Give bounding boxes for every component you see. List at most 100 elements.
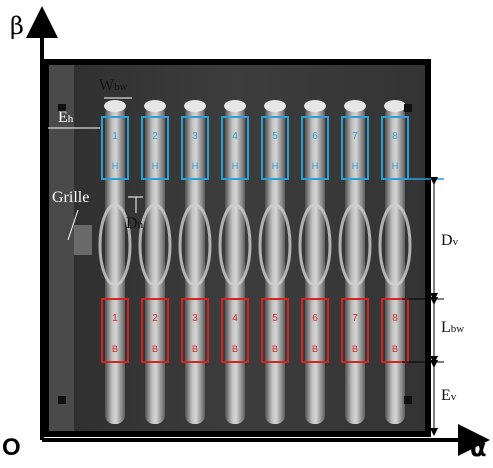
eh-label: Eh (58, 110, 73, 126)
lbw-sub: bw (450, 323, 465, 335)
eh-main: E (58, 109, 68, 126)
bottom-box (261, 298, 289, 363)
corner-mark-top-right (404, 104, 412, 112)
tube-bulge (178, 203, 212, 287)
bottom-box-digit: 7 (352, 313, 358, 324)
bottom-box (221, 298, 249, 363)
top-box-mark: H (392, 161, 399, 171)
tube-cap (224, 100, 246, 112)
bottom-box-mark: B (392, 344, 398, 354)
top-box (341, 116, 369, 180)
bottom-box (181, 298, 209, 363)
dv-main: D (441, 232, 453, 249)
top-box-mark: H (152, 161, 159, 171)
tube-cap (144, 100, 166, 112)
top-box-digit: 7 (352, 131, 358, 142)
bottom-box (381, 298, 409, 363)
top-box-mark: H (112, 161, 119, 171)
tube-cap (304, 100, 326, 112)
bottom-box-digit: 6 (312, 313, 318, 324)
bottom-box-mark: B (272, 344, 278, 354)
top-box-mark: H (352, 161, 359, 171)
lbw-main: L (441, 319, 451, 336)
lbw-label: Lbw (441, 320, 464, 336)
ev-sub: v (450, 391, 457, 403)
eh-sub: h (67, 113, 74, 125)
tube (178, 100, 212, 424)
tube-cap (264, 100, 286, 112)
tube-cap (184, 100, 206, 112)
top-box-digit: 1 (112, 131, 118, 142)
tube-bulge (218, 203, 252, 287)
alpha-axis-label: α (470, 434, 487, 462)
top-box (141, 116, 169, 180)
tube-cap (104, 100, 126, 112)
tube-bulge (98, 203, 132, 287)
tube-body (385, 104, 405, 424)
top-box-digit: 5 (272, 131, 278, 142)
dv-label: Dv (441, 233, 458, 249)
tube (298, 100, 332, 424)
bottom-box (101, 298, 129, 363)
bottom-box-mark: B (152, 344, 158, 354)
tube-body (345, 104, 365, 424)
tube-body (225, 104, 245, 424)
grille-strip (46, 62, 74, 434)
tube-bulge (258, 203, 292, 287)
ev-main: E (441, 387, 451, 404)
bottom-box-mark: B (352, 344, 358, 354)
bottom-box-mark: B (112, 344, 118, 354)
top-box-digit: 2 (152, 131, 158, 142)
top-box (181, 116, 209, 180)
tube (338, 100, 372, 424)
tube-body (265, 104, 285, 424)
top-box-mark: H (312, 161, 319, 171)
dv-sub: v (452, 236, 459, 248)
tube-bulge (378, 203, 412, 287)
tube (378, 100, 412, 424)
beta-axis-label: β (10, 12, 24, 40)
origin-label: O (2, 434, 21, 461)
tube-body (145, 104, 165, 424)
top-box (101, 116, 129, 180)
grille-leader (67, 209, 79, 241)
dh-label: Dh (126, 216, 143, 232)
tube-cap (344, 100, 366, 112)
top-box-mark: H (272, 161, 279, 171)
top-box-mark: H (192, 161, 199, 171)
dh-sub: h (137, 219, 144, 231)
bottom-box-mark: B (232, 344, 238, 354)
bottom-box-digit: 8 (392, 313, 398, 324)
bottom-box (301, 298, 329, 363)
top-box-mark: H (232, 161, 239, 171)
bottom-box-digit: 3 (192, 313, 198, 324)
tube-bulge (298, 203, 332, 287)
grille-label: Grille (52, 189, 90, 206)
tube-bulge (138, 203, 172, 287)
bottom-box-digit: 5 (272, 313, 278, 324)
bottom-box-digit: 4 (232, 313, 238, 324)
top-box-digit: 8 (392, 131, 398, 142)
bottom-box-digit: 2 (152, 313, 158, 324)
tube-body (105, 104, 125, 424)
dh-main: D (126, 215, 138, 232)
wbw-main: W (99, 77, 115, 94)
bottom-box-mark: B (192, 344, 198, 354)
ev-label: Ev (441, 388, 456, 404)
corner-mark-bottom-left (58, 396, 66, 404)
tube-body (305, 104, 325, 424)
tube-body (185, 104, 205, 424)
tube (258, 100, 292, 424)
tube-group (98, 100, 412, 424)
wbw-sub: bw (114, 81, 128, 93)
grille-plate (74, 225, 92, 255)
top-box (261, 116, 289, 180)
tube (98, 100, 132, 424)
wbw-label: Wbw (99, 78, 128, 94)
top-box-digit: 4 (232, 131, 238, 142)
tube-cap (384, 100, 406, 112)
top-box (381, 116, 409, 180)
top-box (221, 116, 249, 180)
